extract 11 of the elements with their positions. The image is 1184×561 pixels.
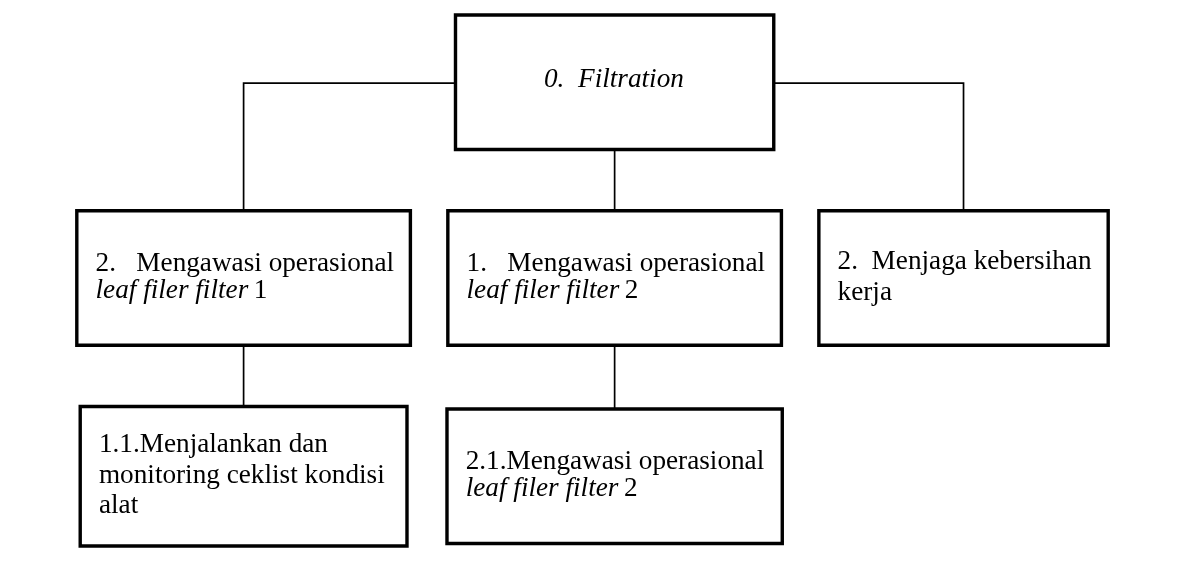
node-box: 1. Mengawasi operasional leaf filer filter 2 xyxy=(445,209,783,347)
node-box: 2. Mengawasi operasional leaf filer filter 1 xyxy=(74,209,412,347)
connector xyxy=(613,148,615,212)
node-box: 0. Filtration xyxy=(453,13,775,152)
node-box: 2. Menjaga kebersihan kerja xyxy=(816,209,1110,347)
node-box: 1.1.Menjalankan dan monitoring ceklist kondisi alat xyxy=(78,404,409,548)
connector xyxy=(242,82,456,212)
connector xyxy=(772,82,964,212)
node-box: 2.1.Mengawasi operasional leaf filer filter 2 xyxy=(444,407,784,546)
connector xyxy=(613,344,615,410)
connector xyxy=(242,344,244,407)
